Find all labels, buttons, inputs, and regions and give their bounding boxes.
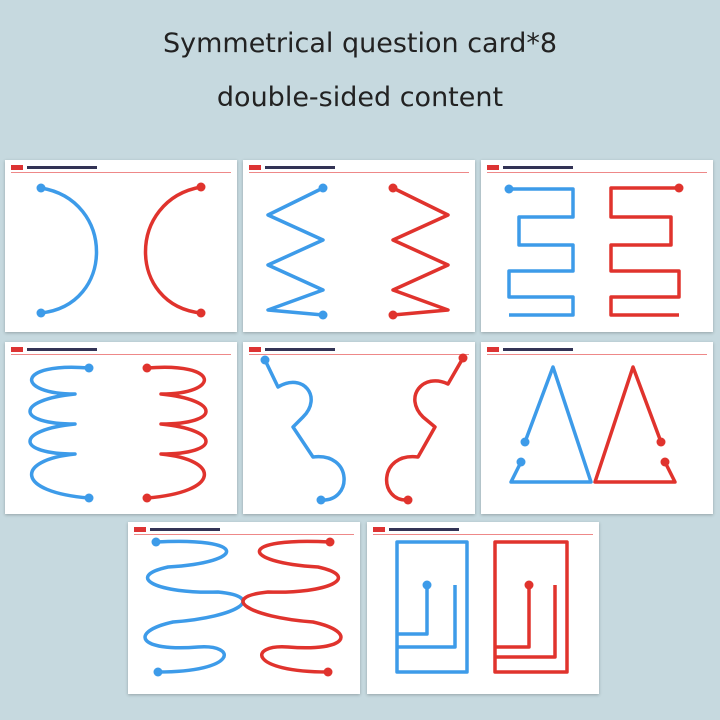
red-trace-path — [493, 540, 569, 674]
endpoint-dot — [316, 495, 326, 505]
blue-trace-path — [395, 540, 469, 674]
endpoint-dot — [153, 667, 163, 677]
question-card — [243, 342, 475, 514]
blue-trace-path — [40, 186, 99, 315]
card-header — [27, 166, 97, 169]
card-header — [27, 348, 97, 351]
endpoint-dot — [196, 182, 206, 192]
title-line-2: double-sided content — [216, 82, 504, 113]
endpoint-dot — [196, 308, 206, 318]
endpoint-dot — [260, 355, 270, 365]
endpoint-dot — [660, 457, 670, 467]
endpoint-dot — [84, 363, 94, 373]
endpoint-dot — [318, 310, 328, 320]
endpoint-dot — [388, 183, 398, 193]
card-badge — [11, 347, 23, 352]
card-header — [389, 528, 459, 531]
question-card — [5, 160, 237, 332]
card-divider — [487, 172, 707, 173]
card-header — [503, 348, 573, 351]
question-card — [128, 522, 360, 694]
endpoint-dot — [36, 308, 46, 318]
card-badge — [487, 347, 499, 352]
blue-trace-path — [266, 186, 325, 317]
endpoint-dot — [36, 183, 46, 193]
card-header — [265, 348, 335, 351]
blue-trace-path — [263, 359, 346, 502]
blue-trace-path — [143, 539, 245, 674]
card-header — [265, 166, 335, 169]
red-trace-path — [391, 186, 450, 317]
endpoint-dot — [323, 667, 333, 677]
red-trace-path — [241, 539, 343, 674]
card-divider — [249, 354, 469, 355]
card-divider — [249, 172, 469, 173]
endpoint-dot — [151, 537, 161, 547]
card-divider — [487, 354, 707, 355]
red-trace-path — [146, 365, 208, 500]
blue-trace-path — [509, 365, 593, 484]
question-card — [5, 342, 237, 514]
question-card — [243, 160, 475, 332]
endpoint-dot — [142, 493, 152, 503]
card-header — [150, 528, 220, 531]
card-badge — [373, 527, 385, 532]
card-divider — [134, 534, 354, 535]
question-card — [367, 522, 599, 694]
card-badge — [134, 527, 146, 532]
endpoint-dot — [84, 493, 94, 503]
card-divider — [373, 534, 593, 535]
endpoint-dot — [520, 437, 530, 447]
title-line-1: Symmetrical question card*8 — [162, 28, 558, 59]
endpoint-dot — [674, 183, 684, 193]
endpoint-dot — [458, 353, 468, 363]
blue-trace-path — [507, 187, 575, 317]
red-trace-path — [609, 186, 681, 317]
endpoint-dot — [504, 184, 514, 194]
endpoint-dot — [388, 310, 398, 320]
card-divider — [11, 172, 231, 173]
red-trace-path — [593, 365, 677, 484]
card-badge — [487, 165, 499, 170]
endpoint-dot — [325, 537, 335, 547]
card-header — [503, 166, 573, 169]
question-card — [481, 160, 713, 332]
question-card — [481, 342, 713, 514]
endpoint-dot — [524, 580, 534, 590]
endpoint-dot — [656, 437, 666, 447]
endpoint-dot — [403, 495, 413, 505]
endpoint-dot — [422, 580, 432, 590]
card-badge — [11, 165, 23, 170]
card-badge — [249, 165, 261, 170]
endpoint-dot — [318, 183, 328, 193]
blue-trace-path — [28, 365, 90, 500]
card-divider — [11, 354, 231, 355]
card-badge — [249, 347, 261, 352]
endpoint-dot — [516, 457, 526, 467]
red-trace-path — [384, 357, 465, 502]
red-trace-path — [143, 185, 202, 315]
endpoint-dot — [142, 363, 152, 373]
